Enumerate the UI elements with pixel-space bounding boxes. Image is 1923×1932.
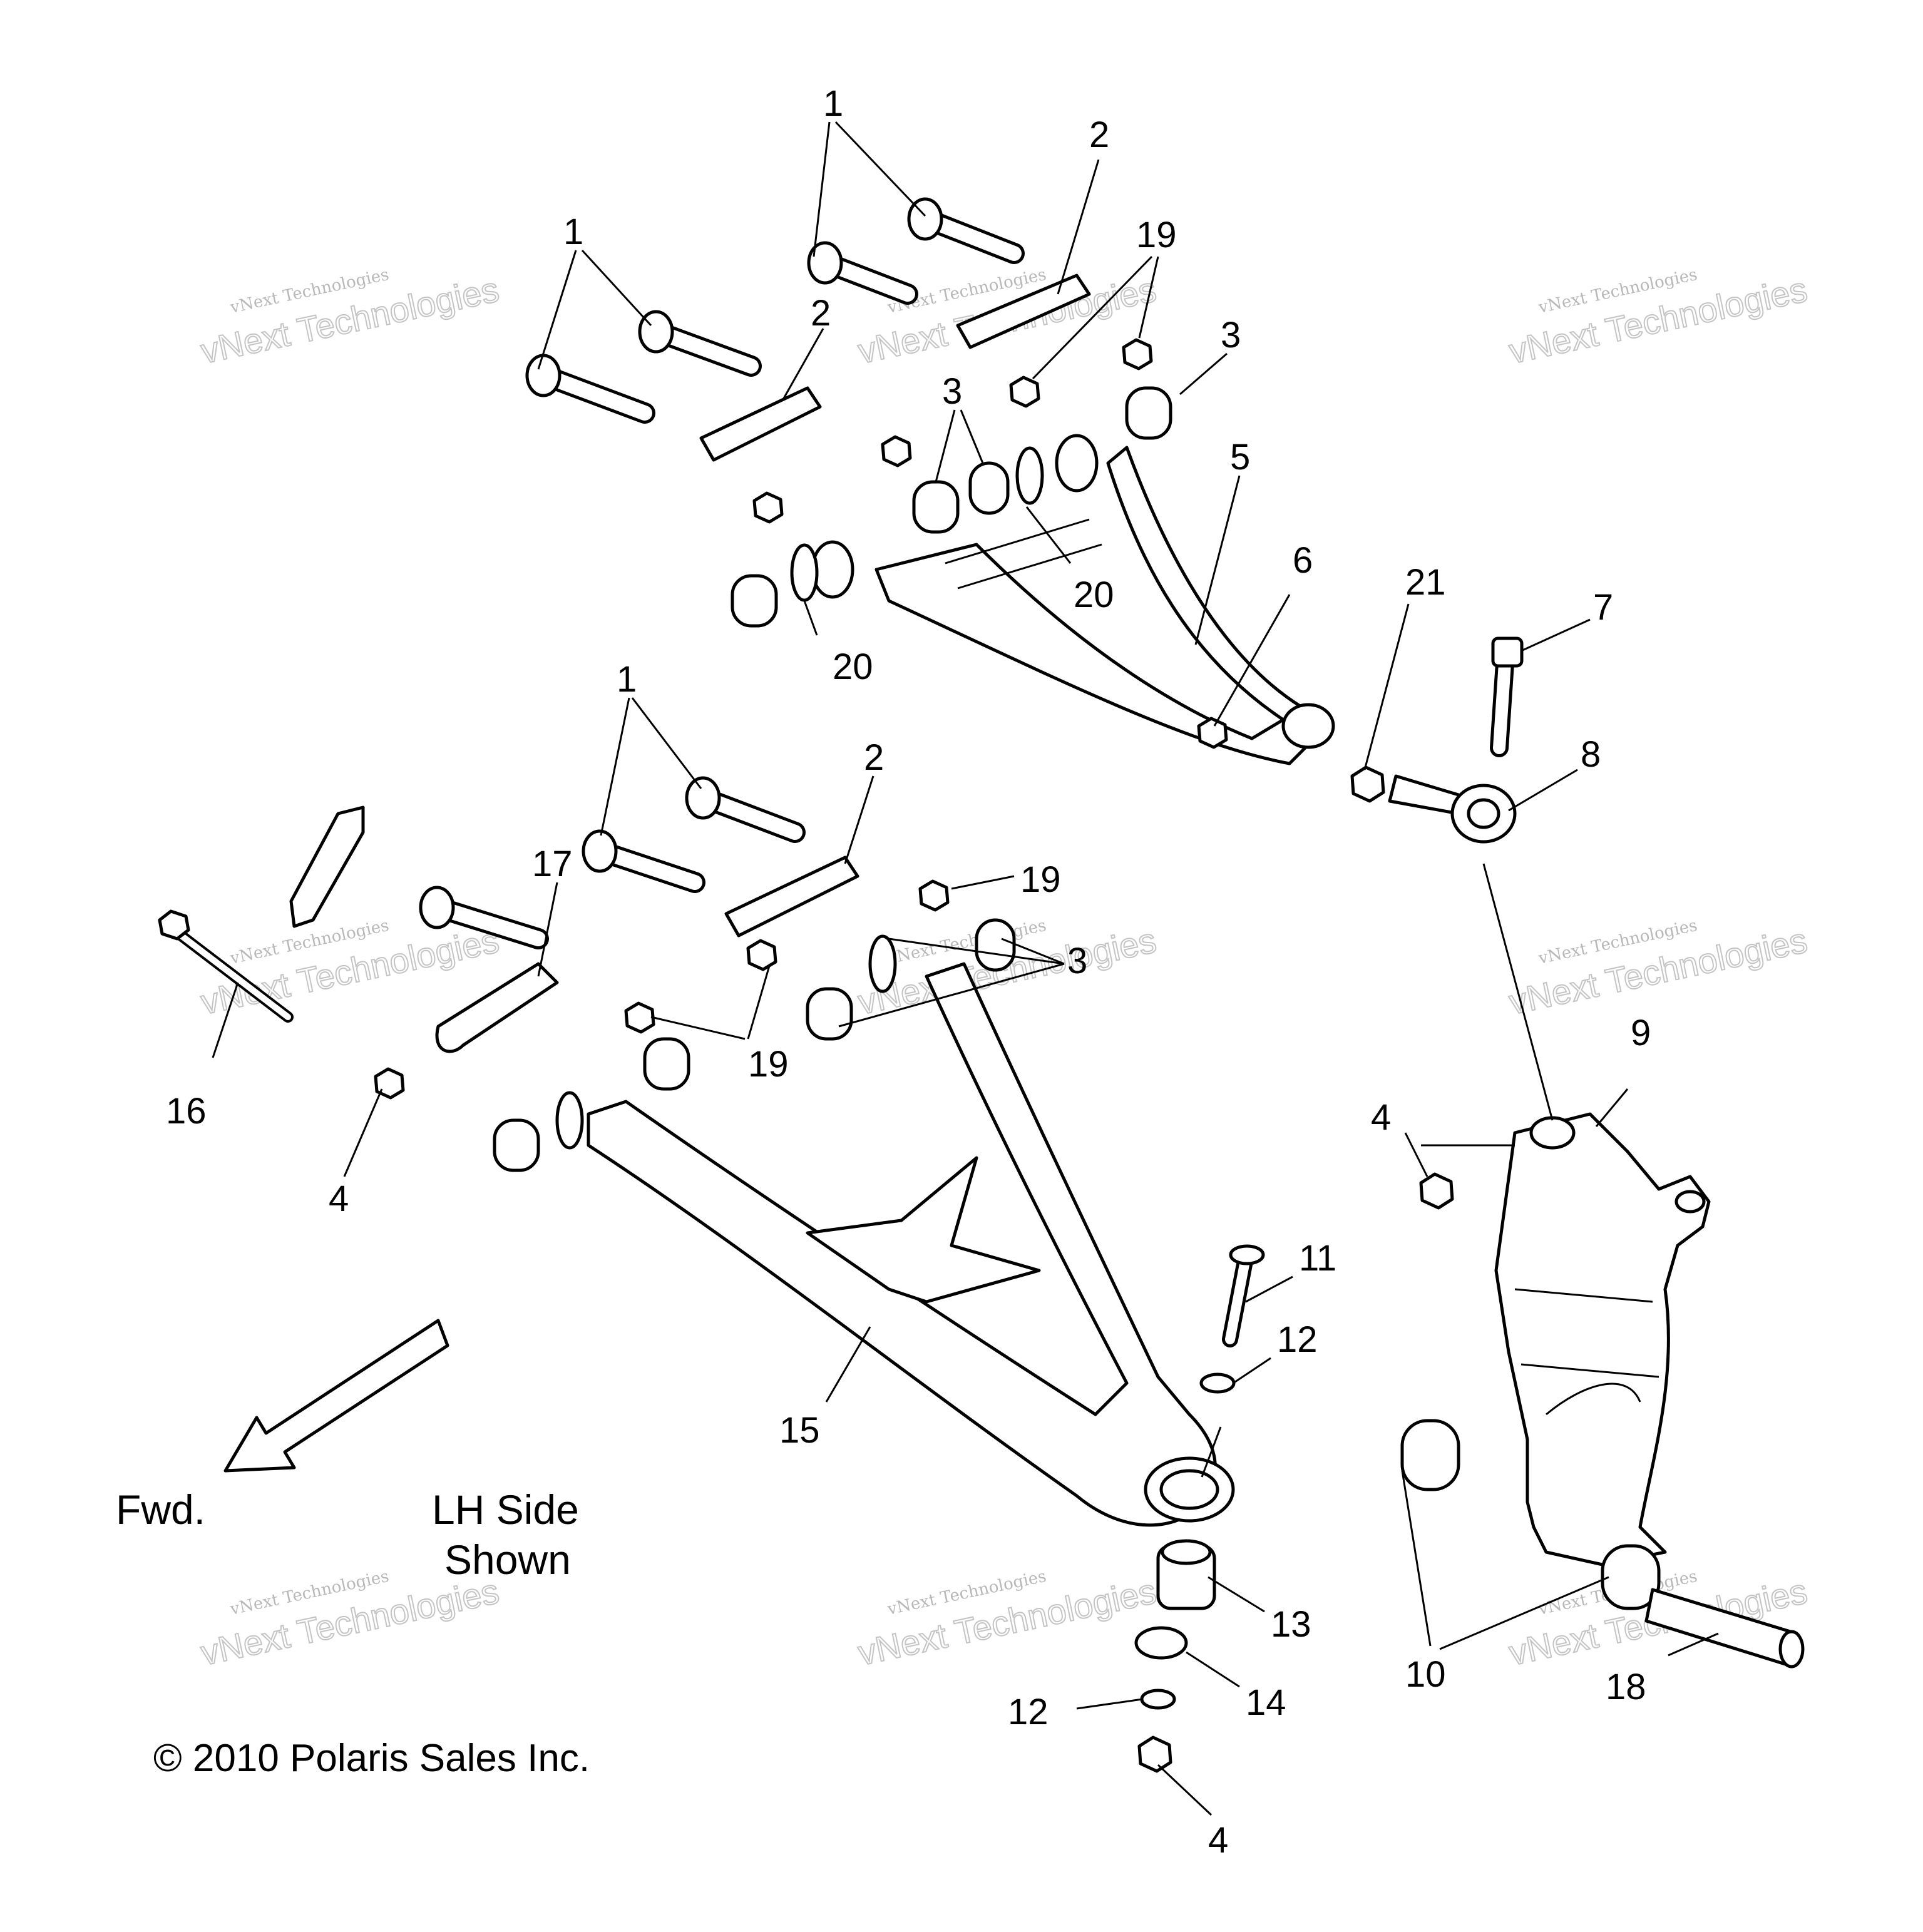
bushing-upper-1 [731,574,778,628]
snap-ring-14 [1134,1626,1188,1660]
nut-4-spindle [1419,1172,1454,1210]
nut-upper-1 [752,491,784,524]
callout-18: 18 [1606,1667,1646,1707]
callout-2b: 2 [811,293,831,334]
callout-10: 10 [1405,1654,1446,1695]
washer-lower-1 [555,1091,584,1150]
bushing-lower-4 [975,918,1016,972]
copyright-notice: © 2010 Polaris Sales Inc. [153,1737,590,1780]
lower-a-arm [587,962,1235,1527]
lower-cam-plate-2 [724,856,859,938]
lower-bolt-3 [419,886,549,949]
upper-bolt-1 [525,354,655,424]
tie-rod-end [1388,774,1517,844]
long-bolt-16 [158,909,294,1023]
callout-20b: 20 [833,647,873,687]
nut-21 [1350,765,1385,803]
callout-19c: 19 [748,1044,789,1085]
watermark-3: vNext Technologies vNext Technologies [1505,265,1811,372]
callout-4c: 4 [1208,1820,1228,1861]
callout-14: 14 [1246,1682,1286,1723]
nut-lower-1 [374,1067,405,1100]
nut-upper-3 [1009,376,1040,408]
upper-bolt-4 [907,197,1025,264]
nut-lower-2 [624,1001,655,1034]
washer-12-lower [1140,1689,1176,1710]
callout-3a: 3 [1221,315,1241,355]
bushing-upper-2 [912,480,960,534]
bushing-lower-2 [643,1037,690,1091]
callout-7: 7 [1593,587,1613,628]
callout-19b: 19 [1020,859,1061,900]
callout-4a: 4 [1371,1097,1391,1138]
callout-3b: 3 [942,371,962,412]
callout-21: 21 [1405,562,1446,603]
lower-cam-plate-17 [435,962,559,1053]
nut-4-lower [1137,1735,1172,1773]
side-label-line2: Shown [444,1536,571,1583]
callout-3c: 3 [1067,941,1087,981]
watermark-6: vNext Technologies vNext Technologies [1505,916,1811,1023]
callout-9: 9 [1631,1013,1651,1053]
side-label-line1: LH Side [432,1486,579,1533]
callout-12a: 12 [1277,1319,1318,1360]
tube-18 [1644,1588,1805,1669]
callout-1c: 1 [617,659,637,700]
callout-1a: 1 [823,83,843,124]
nut-lower-3 [746,939,777,971]
callout-20a: 20 [1074,575,1114,615]
callout-1b: 1 [563,212,583,252]
watermark-1: vNext Technologies vNext Technologies [197,265,503,372]
ball-joint-13 [1156,1539,1216,1610]
bushing-upper-4 [1125,386,1172,440]
bushing-10-right [1601,1544,1661,1610]
nut-lower-4 [918,879,950,912]
watermark-8: vNext Technologies vNext Technologies [854,1567,1160,1674]
nut-upper-arm [1197,717,1228,749]
bushing-upper-3 [968,461,1010,515]
washer-12-upper [1199,1372,1236,1394]
lower-bolt-1 [582,829,705,893]
callout-5: 5 [1230,437,1250,478]
callout-13: 13 [1271,1604,1311,1645]
callout-19a: 19 [1136,215,1177,255]
callout-8: 8 [1581,734,1601,775]
upper-cam-plate-1 [699,386,822,462]
washer-upper-2 [1015,446,1044,505]
nut-upper-2 [881,435,912,468]
nut-upper-4 [1122,338,1153,371]
forward-label: Fwd. [116,1486,205,1533]
upper-bolt-3 [807,241,918,305]
lower-bolt-2 [685,776,806,843]
callout-17: 17 [532,844,573,884]
callout-6: 6 [1293,540,1313,581]
bushing-lower-3 [806,987,853,1041]
callouts: 1 1 1 2 2 2 3 3 3 4 4 4 5 6 7 8 9 10 11 … [166,83,1651,1861]
washer-lower-2 [868,934,897,993]
upper-bolt-2 [638,310,762,377]
callout-11: 11 [1299,1238,1336,1279]
callout-12b: 12 [1008,1692,1049,1732]
leader-lines [212,121,1719,1816]
washer-upper-1 [790,543,819,602]
spindle-knuckle [1494,1112,1711,1567]
frame-bracket-stub [289,805,365,928]
callout-2c: 2 [864,737,884,778]
pin-11 [1222,1244,1265,1347]
upper-cam-plate-2 [956,273,1091,349]
bushing-lower-1 [493,1118,540,1172]
callout-16: 16 [166,1091,207,1132]
callout-15: 15 [779,1410,820,1451]
callout-4b: 4 [329,1178,349,1219]
bushing-10-left [1400,1419,1460,1491]
pinch-bolt [1490,636,1524,757]
forward-arrow-icon [223,1319,449,1473]
upper-a-arm [811,434,1335,765]
callout-2a: 2 [1089,115,1109,155]
